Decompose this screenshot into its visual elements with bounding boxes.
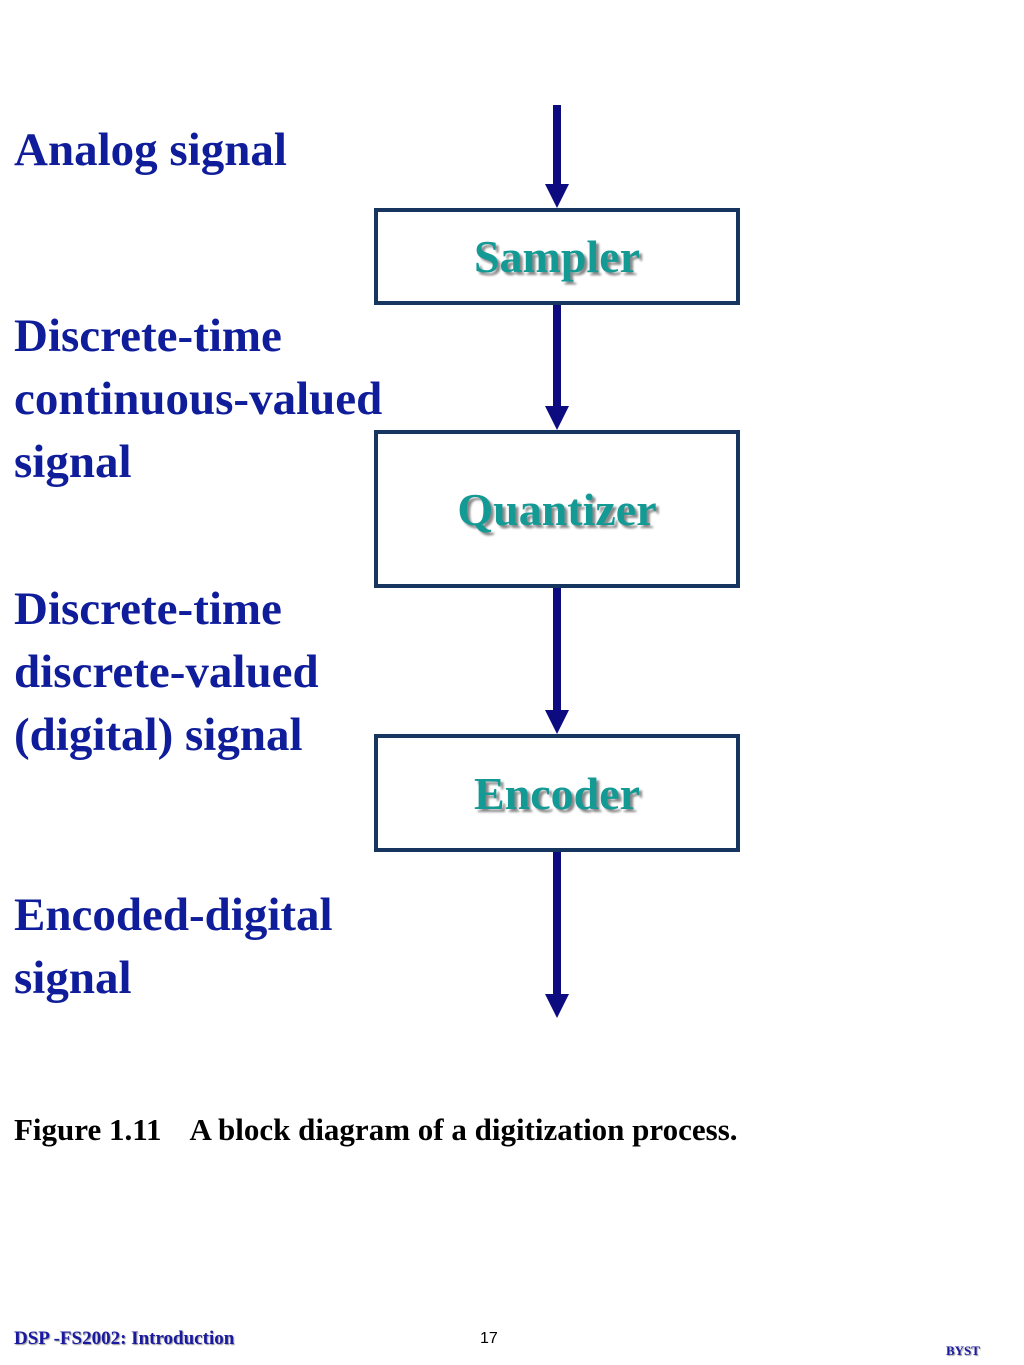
encoder-block: Encoder bbox=[374, 734, 740, 852]
arrow-quantizer-encoder-head bbox=[545, 710, 569, 734]
discrete-time-continuous-valued-signal-label: Discrete-time continuous-valued signal bbox=[14, 305, 382, 494]
arrow-input-head bbox=[545, 184, 569, 208]
figure-number: Figure 1.11 bbox=[14, 1112, 162, 1147]
encoded-digital-signal-label: Encoded-digital signal bbox=[14, 884, 333, 1010]
quantizer-label: Quantizer bbox=[457, 483, 657, 535]
discrete-time-discrete-valued-signal-label: Discrete-time discrete-valued (digital) … bbox=[14, 578, 319, 767]
sampler-block: Sampler bbox=[374, 208, 740, 305]
sampler-label: Sampler bbox=[473, 231, 641, 282]
dtdv-line-2: discrete-valued bbox=[14, 646, 319, 698]
encoded-line-2: signal bbox=[14, 952, 132, 1004]
footer-course-title: DSP -FS2002: Introduction bbox=[14, 1328, 235, 1349]
footer-author: BYST bbox=[946, 1343, 980, 1358]
analog-signal-line-1: Analog signal bbox=[14, 124, 287, 176]
figure-caption: Figure 1.11 A block diagram of a digitiza… bbox=[14, 1112, 738, 1148]
arrow-sampler-quantizer-head bbox=[545, 406, 569, 430]
dtcv-line-2: continuous-valued bbox=[14, 373, 383, 425]
footer-page-number: 17 bbox=[480, 1330, 498, 1347]
dtdv-line-3: (digital) signal bbox=[14, 709, 303, 761]
arrow-output-head bbox=[545, 994, 569, 1018]
encoded-line-1: Encoded-digital bbox=[14, 889, 333, 941]
encoder-label: Encoder bbox=[473, 767, 641, 819]
dtcv-line-1: Discrete-time bbox=[14, 310, 282, 362]
quantizer-block: Quantizer bbox=[374, 430, 740, 588]
figure-caption-text: A block diagram of a digitization proces… bbox=[189, 1112, 738, 1147]
dtcv-line-3: signal bbox=[14, 436, 132, 488]
dtdv-line-1: Discrete-time bbox=[14, 583, 282, 635]
analog-signal-label: Analog signal bbox=[14, 119, 287, 182]
